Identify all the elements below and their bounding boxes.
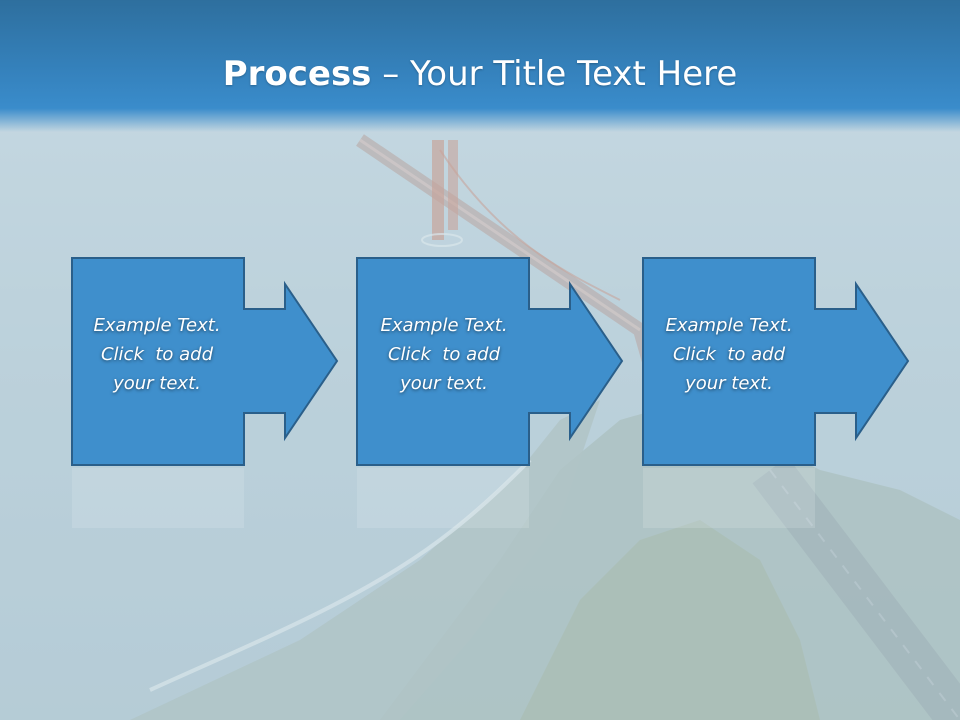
step-1-line-1: Example Text.	[93, 315, 221, 336]
title-bold-part: Process	[222, 54, 372, 94]
step-3-line-1: Example Text.	[665, 315, 793, 336]
step-2-line-3: your text.	[400, 373, 488, 394]
title-rest-part: – Your Title Text Here	[371, 54, 738, 94]
process-step-2-text[interactable]: Example Text. Click to add your text.	[357, 311, 531, 398]
process-step-1-text[interactable]: Example Text. Click to add your text.	[70, 311, 244, 398]
process-step-3-shape[interactable]	[642, 257, 910, 466]
step-2-line-2: Click to add	[387, 344, 500, 365]
step-2-line-1: Example Text.	[380, 315, 508, 336]
step-1-line-3: your text.	[113, 373, 201, 394]
title-banner	[0, 0, 960, 132]
slide-title[interactable]: Process – Your Title Text Here	[0, 52, 960, 96]
process-step-2-shape[interactable]	[356, 257, 624, 466]
step-3-line-3: your text.	[685, 373, 773, 394]
step-3-line-2: Click to add	[672, 344, 785, 365]
step-1-line-2: Click to add	[100, 344, 213, 365]
process-step-1-shape[interactable]	[71, 257, 339, 466]
process-step-3-text[interactable]: Example Text. Click to add your text.	[642, 311, 816, 398]
